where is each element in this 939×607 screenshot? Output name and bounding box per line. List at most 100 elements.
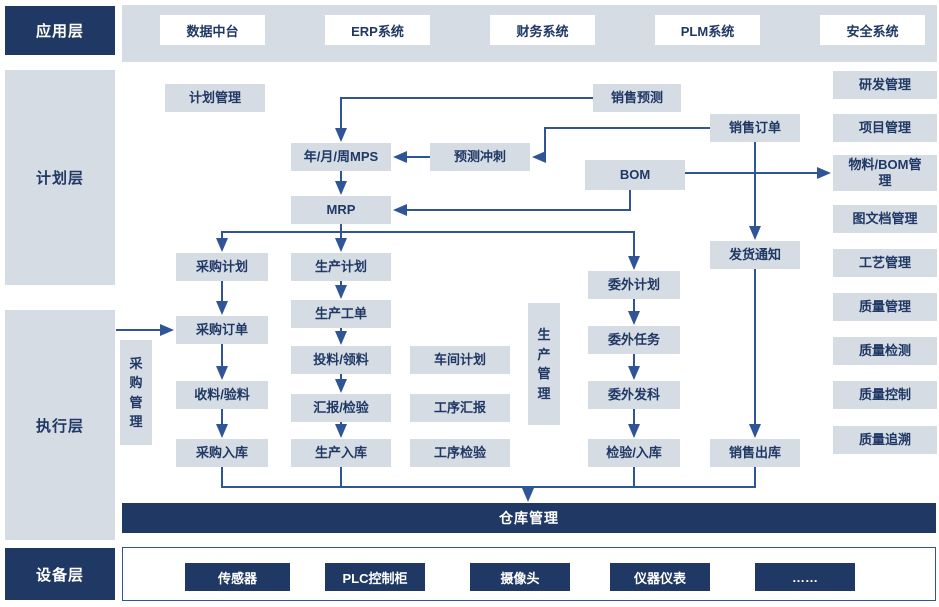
module-label: 质量控制 — [858, 387, 911, 403]
node-forecast-offset: 预测冲刺 — [430, 143, 530, 171]
module-material-bom-mgmt: 物料/BOM管理 — [833, 155, 937, 191]
system-erp: ERP系统 — [325, 15, 430, 45]
layer-application: 应用层 — [5, 6, 115, 55]
module-label: 质量追溯 — [858, 432, 911, 448]
warehouse-mgmt-bar: 仓库管理 — [122, 503, 936, 533]
node-label: 生产计划 — [314, 259, 367, 275]
layer-device: 设备层 — [5, 548, 115, 600]
node-report-check: 汇报/检验 — [291, 394, 391, 422]
node-production-plan: 生产计划 — [291, 253, 391, 281]
node-sales-out: 销售出库 — [710, 439, 800, 467]
node-label: MRP — [326, 202, 356, 218]
node-label: 销售出库 — [728, 445, 781, 461]
device-camera: 摄像头 — [470, 563, 570, 591]
layer-planning: 计划层 — [5, 70, 115, 285]
node-label: 销售预测 — [610, 90, 663, 106]
layer-execution: 执行层 — [5, 310, 115, 540]
module-label: 物料/BOM管理 — [848, 157, 922, 188]
device-sensor: 传感器 — [185, 563, 290, 591]
module-project-mgmt: 项目管理 — [833, 114, 937, 142]
module-process-mgmt: 工艺管理 — [833, 249, 937, 277]
module-label: 工艺管理 — [858, 255, 911, 271]
node-label: 采购管理 — [129, 355, 143, 430]
module-label: 质量管理 — [858, 299, 911, 315]
node-label: 投料/领料 — [313, 352, 369, 368]
node-label: 工序汇报 — [433, 400, 486, 416]
node-bom: BOM — [585, 160, 685, 190]
system-label: 数据中台 — [186, 23, 239, 39]
node-label: 采购入库 — [195, 445, 248, 461]
node-label: BOM — [619, 167, 651, 183]
node-process-report: 工序汇报 — [410, 394, 510, 422]
node-label: 采购计划 — [195, 259, 248, 275]
node-label: 生产工单 — [314, 306, 367, 322]
module-label: 项目管理 — [858, 120, 911, 136]
node-label: 检验/入库 — [606, 445, 662, 461]
device-instrument: 仪器仪表 — [610, 563, 710, 591]
node-label: 汇报/检验 — [313, 400, 369, 416]
module-label: 图文档管理 — [852, 211, 918, 227]
node-label: 发货通知 — [728, 247, 781, 263]
node-production-in: 生产入库 — [291, 439, 391, 467]
device-label: 仪器仪表 — [633, 570, 686, 586]
node-plan-mgmt: 计划管理 — [165, 84, 265, 112]
module-quality-control: 质量控制 — [833, 381, 937, 409]
node-label: 计划管理 — [188, 90, 241, 106]
node-purchase-mgmt: 采购管理 — [120, 340, 152, 445]
node-purchase-in: 采购入库 — [176, 439, 268, 467]
layer-application-label: 应用层 — [35, 23, 84, 40]
node-label: 生产管理 — [537, 327, 551, 401]
node-purchase-order: 采购订单 — [176, 316, 268, 344]
node-label: 生产入库 — [314, 445, 367, 461]
device-label: …… — [792, 569, 818, 585]
node-sales-order: 销售订单 — [710, 114, 800, 142]
node-purchase-plan: 采购计划 — [176, 253, 268, 281]
device-plc-cabinet: PLC控制柜 — [325, 563, 425, 591]
node-production-order: 生产工单 — [291, 300, 391, 328]
system-security: 安全系统 — [820, 15, 925, 45]
node-label: 收料/验料 — [194, 387, 250, 403]
layer-planning-label: 计划层 — [35, 170, 84, 187]
node-process-check: 工序检验 — [410, 439, 510, 467]
module-quality-trace: 质量追溯 — [833, 426, 937, 454]
system-plm: PLM系统 — [655, 15, 760, 45]
node-check-in: 检验/入库 — [588, 439, 680, 467]
device-label: PLC控制柜 — [342, 570, 408, 586]
system-finance: 财务系统 — [490, 15, 595, 45]
module-label: 研发管理 — [858, 77, 911, 93]
node-label: 采购订单 — [195, 322, 248, 338]
system-data-platform: 数据中台 — [160, 15, 265, 45]
system-label: PLM系统 — [680, 23, 735, 39]
warehouse-label: 仓库管理 — [499, 510, 559, 526]
module-quality-test: 质量检测 — [833, 337, 937, 365]
system-label: ERP系统 — [351, 23, 404, 39]
node-delivery-notice: 发货通知 — [710, 241, 800, 269]
device-more: …… — [755, 563, 855, 591]
node-label: 销售订单 — [728, 120, 781, 136]
module-rd-mgmt: 研发管理 — [833, 71, 937, 99]
node-label: 委外任务 — [607, 332, 660, 348]
module-doc-mgmt: 图文档管理 — [833, 205, 937, 233]
layer-execution-label: 执行层 — [35, 417, 84, 435]
node-label: 年/月/周MPS — [303, 149, 379, 165]
node-mrp: MRP — [291, 196, 391, 224]
node-production-mgmt: 生产管理 — [528, 303, 560, 425]
node-material-issue: 投料/领料 — [291, 346, 391, 374]
device-label: 摄像头 — [500, 570, 540, 586]
node-label: 委外发科 — [607, 387, 660, 403]
node-sales-forecast: 销售预测 — [593, 84, 681, 112]
node-label: 委外计划 — [607, 277, 660, 293]
node-outsource-task: 委外任务 — [588, 326, 680, 354]
system-label: 安全系统 — [846, 23, 899, 39]
layer-device-label: 设备层 — [35, 566, 84, 584]
node-outsource-plan: 委外计划 — [588, 271, 680, 299]
system-label: 财务系统 — [516, 23, 569, 39]
module-quality-mgmt: 质量管理 — [833, 293, 937, 321]
node-label: 工序检验 — [433, 445, 486, 461]
node-label: 车间计划 — [433, 352, 486, 368]
node-mps: 年/月/周MPS — [291, 143, 391, 171]
device-label: 传感器 — [217, 570, 257, 586]
node-receive-check: 收料/验料 — [176, 381, 268, 409]
node-outsource-issue: 委外发科 — [588, 381, 680, 409]
